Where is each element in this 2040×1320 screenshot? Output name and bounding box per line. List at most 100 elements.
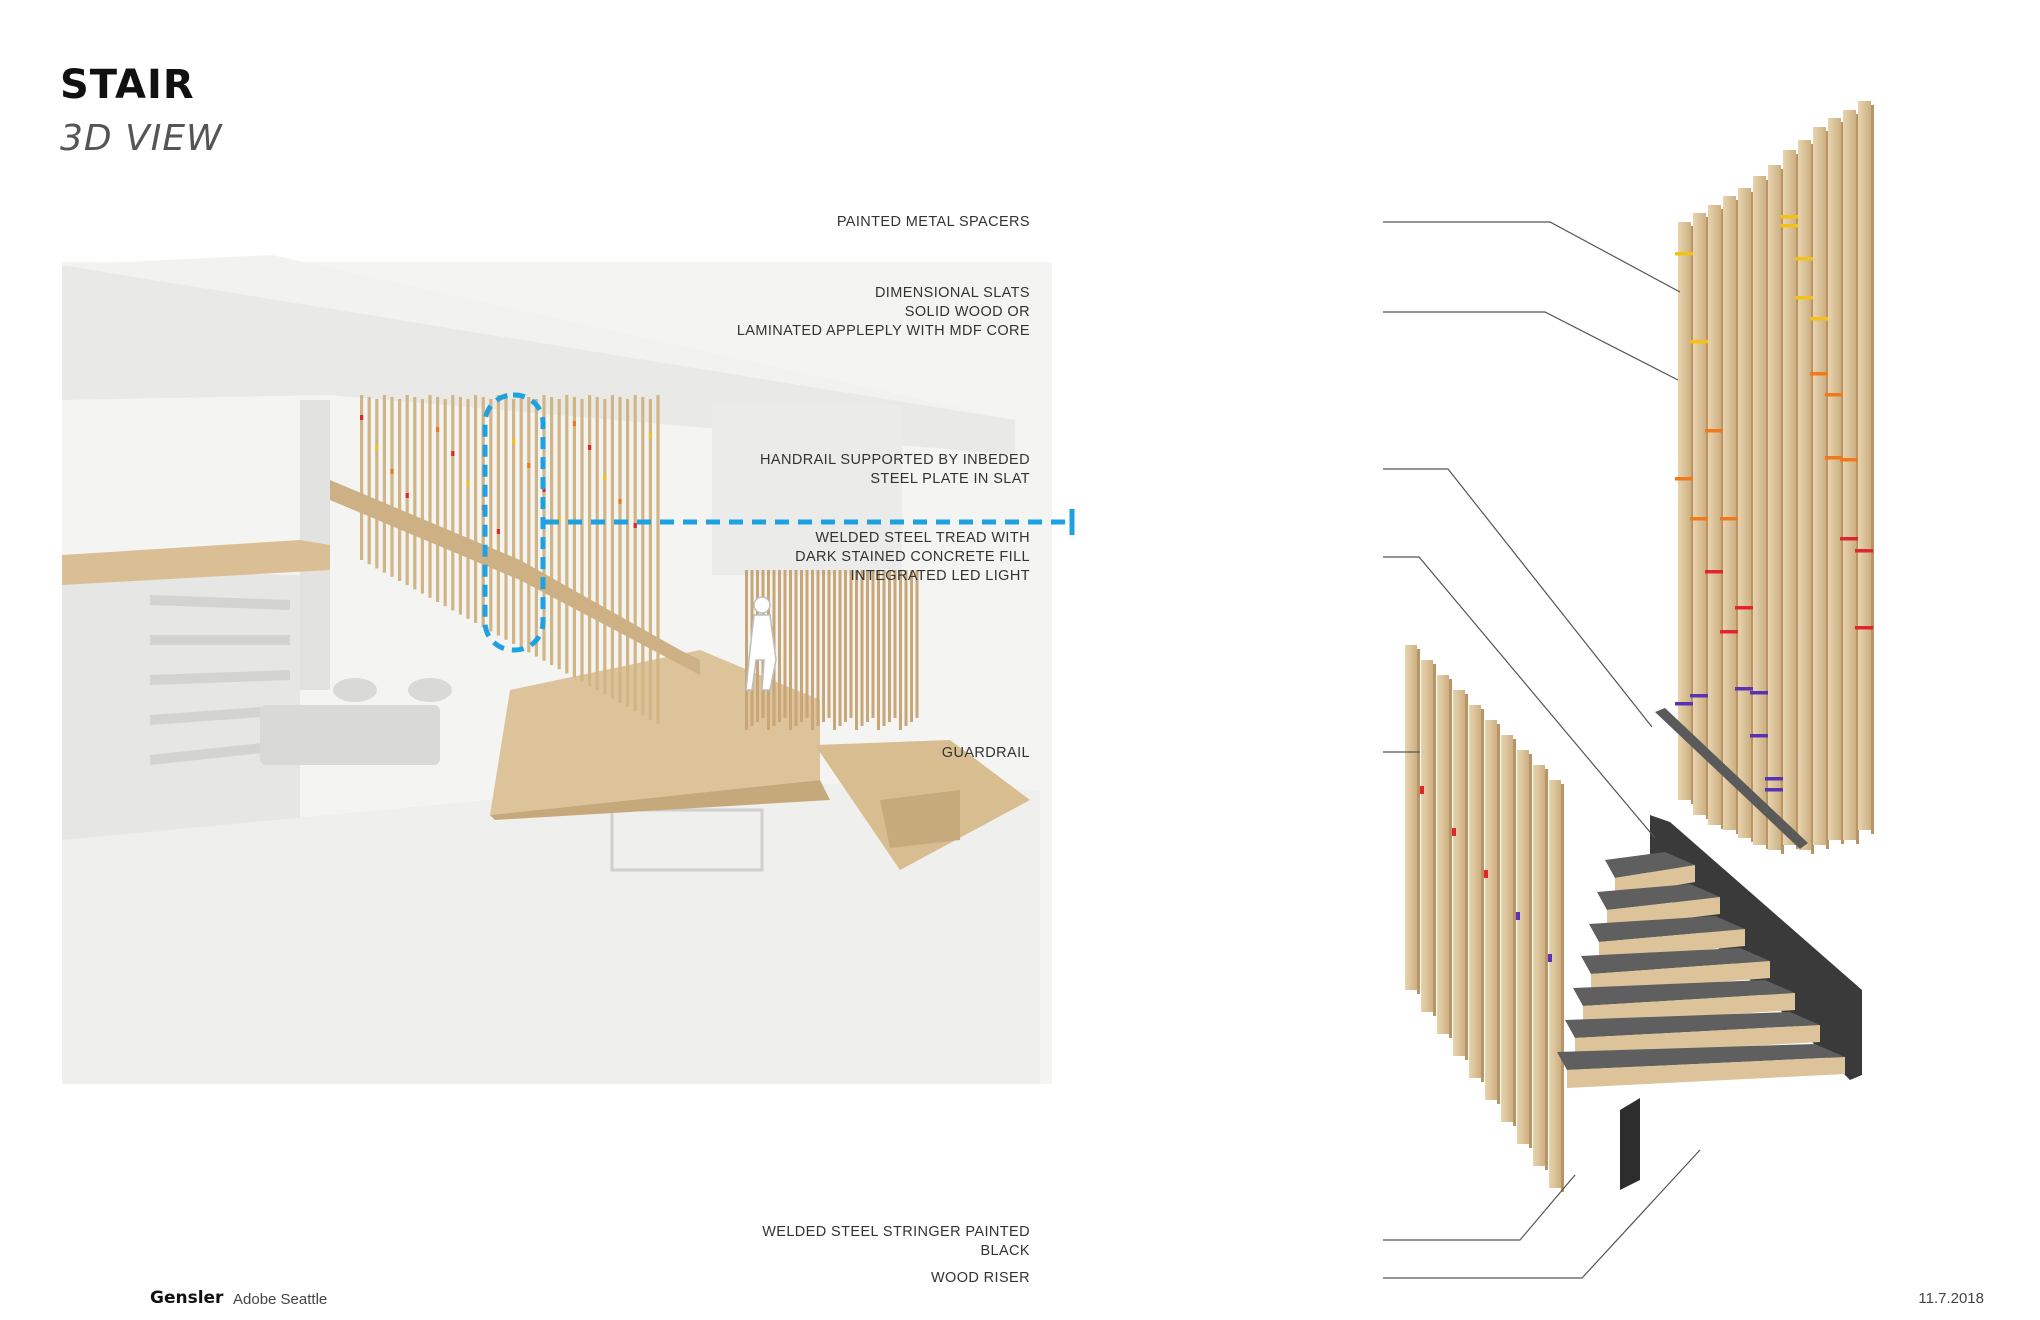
wall-slat bbox=[1768, 165, 1781, 850]
guardrail-spacer bbox=[1516, 912, 1520, 920]
wall-slat-edge bbox=[1841, 122, 1844, 844]
metal-spacer bbox=[1720, 630, 1738, 634]
screen-slat bbox=[504, 397, 508, 640]
screen-spacer bbox=[557, 517, 561, 522]
stair-tread bbox=[1565, 1012, 1820, 1038]
metal-spacer bbox=[1810, 372, 1828, 376]
wall-slat-edge bbox=[1811, 144, 1814, 854]
guardrail-slat bbox=[1533, 765, 1545, 1166]
screen-slat bbox=[603, 399, 607, 695]
document-date: 11.7.2018 bbox=[1918, 1290, 1984, 1307]
screen-slat bbox=[550, 397, 554, 665]
wall-slat-edge bbox=[1691, 226, 1694, 804]
screen-spacer bbox=[512, 439, 516, 444]
metal-spacer bbox=[1750, 734, 1768, 738]
screen-slat bbox=[436, 397, 440, 602]
guardrail-spacer bbox=[1452, 828, 1456, 836]
wall-slat-edge bbox=[1826, 131, 1829, 849]
screen-spacer bbox=[588, 445, 592, 450]
screen-slat bbox=[474, 395, 478, 623]
guardrail-slat-edge bbox=[1545, 769, 1548, 1170]
metal-spacer bbox=[1795, 296, 1813, 300]
project-name: Adobe Seattle bbox=[233, 1291, 328, 1308]
context-rendering bbox=[62, 255, 1052, 1084]
metal-spacer bbox=[1840, 458, 1858, 462]
metal-spacer bbox=[1795, 257, 1813, 261]
back-slat bbox=[899, 570, 902, 730]
screen-slat bbox=[534, 399, 538, 657]
wall-slat bbox=[1723, 196, 1736, 830]
guardrail-slat bbox=[1405, 645, 1417, 990]
screen-spacer bbox=[618, 499, 622, 504]
back-slat bbox=[800, 570, 803, 722]
screen-spacer bbox=[390, 469, 394, 474]
stair-detail bbox=[1405, 101, 1874, 1192]
guardrail-slat-edge bbox=[1497, 724, 1500, 1104]
screen-spacer bbox=[603, 475, 607, 480]
stair-body bbox=[1557, 815, 1862, 1190]
wall-slat bbox=[1798, 140, 1811, 850]
back-slat bbox=[871, 570, 875, 718]
wall-slat bbox=[1708, 205, 1721, 825]
brand-logo: Gensler bbox=[150, 1288, 224, 1308]
back-slat bbox=[915, 570, 919, 718]
wall-slat-edge bbox=[1796, 154, 1799, 849]
screen-spacer bbox=[542, 487, 546, 492]
metal-spacer bbox=[1735, 606, 1753, 610]
metal-spacer bbox=[1690, 694, 1708, 698]
guardrail-spacer bbox=[1484, 870, 1488, 878]
stair-tread bbox=[1557, 1044, 1845, 1070]
guardrail-slat-edge bbox=[1449, 679, 1452, 1038]
back-slat bbox=[844, 570, 847, 722]
screen-slat bbox=[633, 395, 637, 712]
back-slat bbox=[910, 570, 913, 722]
back-slat bbox=[833, 570, 836, 730]
screen-slat bbox=[443, 399, 447, 607]
wall-slat bbox=[1828, 118, 1841, 840]
screen-slat bbox=[610, 395, 614, 699]
screen-spacer bbox=[436, 427, 440, 432]
screen-slat bbox=[451, 395, 455, 611]
guardrail-spacer bbox=[1420, 786, 1424, 794]
wall-slat-edge bbox=[1781, 169, 1784, 854]
guardrail-slat bbox=[1517, 750, 1529, 1144]
screen-slat bbox=[375, 399, 379, 569]
stair-riser bbox=[1607, 897, 1720, 928]
wall-slat-edge bbox=[1856, 114, 1859, 844]
stair-riser bbox=[1575, 1025, 1820, 1056]
metal-spacer bbox=[1675, 702, 1693, 706]
wall-slat-edge bbox=[1766, 180, 1769, 849]
back-slat bbox=[783, 570, 787, 718]
guardrail-slat-edge bbox=[1417, 649, 1420, 994]
back-slat bbox=[866, 570, 869, 722]
metal-spacer bbox=[1675, 252, 1693, 256]
screen-spacer bbox=[375, 445, 379, 450]
back-slat bbox=[838, 570, 842, 726]
guardrail-slat bbox=[1549, 780, 1561, 1188]
screen-slat bbox=[588, 395, 592, 686]
page-subtitle: 3D VIEW bbox=[60, 118, 223, 159]
callout-wood-riser: WOOD RISER bbox=[930, 1270, 1030, 1286]
screen-slat bbox=[405, 395, 409, 586]
guardrail-slat-edge bbox=[1529, 754, 1532, 1148]
guardrail-slat bbox=[1485, 720, 1497, 1100]
metal-spacer bbox=[1735, 687, 1753, 691]
screen-slat bbox=[648, 399, 652, 720]
metal-spacer bbox=[1720, 517, 1738, 521]
screen-slat bbox=[367, 397, 371, 565]
screen-spacer bbox=[572, 421, 576, 426]
back-slat bbox=[789, 570, 792, 730]
callout-dimensional-slats: DIMENSIONAL SLATS SOLID WOOD OR LAMINATE… bbox=[736, 285, 1030, 339]
screen-slat bbox=[512, 399, 516, 644]
screen-slat bbox=[458, 397, 462, 615]
metal-spacer bbox=[1810, 317, 1828, 321]
metal-spacer bbox=[1765, 788, 1783, 792]
callout-painted-metal-spacers: PAINTED METAL SPACERS bbox=[836, 214, 1030, 230]
wall-slat bbox=[1753, 176, 1766, 845]
stair-riser bbox=[1615, 865, 1695, 896]
back-slat bbox=[888, 570, 891, 722]
stair-riser bbox=[1583, 993, 1795, 1024]
screen-slat bbox=[420, 399, 424, 594]
screen-slat bbox=[496, 395, 500, 636]
